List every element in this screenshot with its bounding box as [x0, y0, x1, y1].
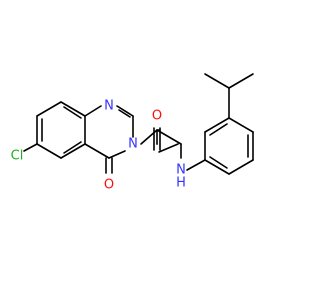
bond	[186, 159, 206, 171]
bond	[204, 159, 230, 175]
atom-cl: Cl	[11, 149, 24, 164]
bond	[63, 141, 82, 154]
bond	[84, 143, 110, 159]
atom-o-amide: O	[152, 109, 162, 124]
atom-nh-n: N	[176, 163, 186, 178]
bond	[84, 105, 102, 117]
atom-nh-h: H	[176, 176, 186, 191]
bond	[228, 73, 254, 89]
bond	[63, 106, 82, 119]
atom-o4: O	[104, 178, 114, 193]
bond	[228, 117, 254, 133]
bond	[204, 117, 230, 133]
bonds	[23, 73, 254, 175]
atom-labels: N N O Cl O N H	[11, 99, 186, 193]
bond	[158, 143, 179, 153]
bond	[209, 123, 228, 136]
bond	[23, 143, 38, 152]
bond	[60, 143, 86, 159]
bond	[36, 143, 62, 159]
bond	[204, 73, 230, 89]
atom-n1: N	[104, 99, 114, 114]
molecule-canvas: N N O Cl O N H	[11, 73, 254, 193]
bond	[108, 150, 126, 159]
bond	[118, 109, 131, 118]
bond	[36, 101, 62, 117]
bond	[228, 159, 254, 175]
bond	[60, 101, 86, 117]
structure-diagram: N N O Cl O N H	[11, 73, 254, 193]
atom-n3: N	[128, 137, 138, 152]
bond	[116, 105, 134, 117]
bond	[156, 129, 182, 145]
bond	[209, 156, 228, 169]
